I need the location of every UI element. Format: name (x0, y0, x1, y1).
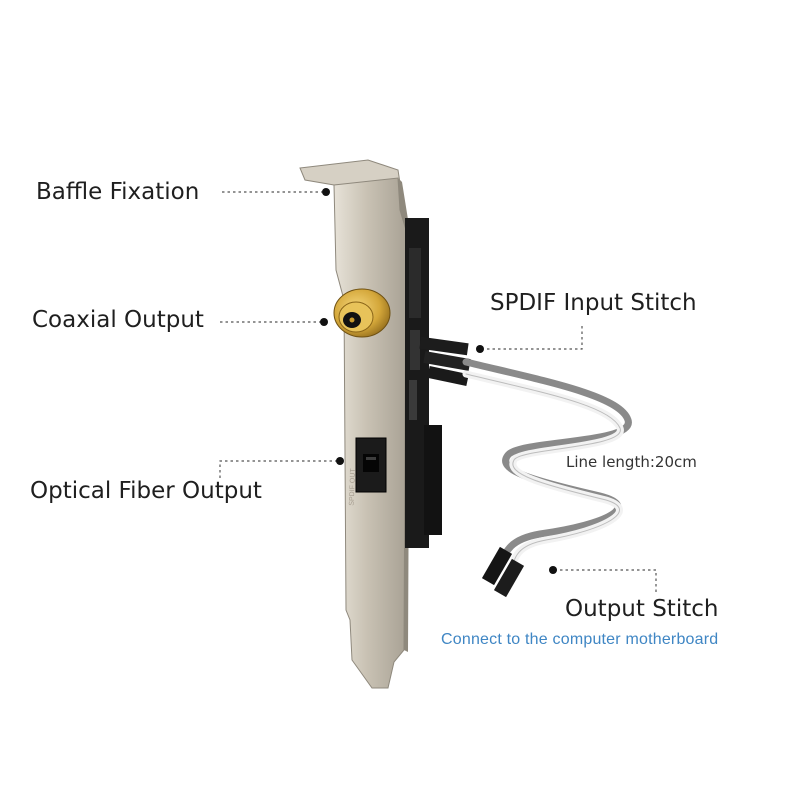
leader-optical (219, 460, 340, 478)
input-header-2 (423, 351, 471, 371)
cable-white-outline (465, 373, 621, 579)
pcb-lower-block (424, 425, 442, 535)
bracket-plate (333, 177, 407, 689)
optical-highlight (366, 457, 376, 460)
label-baffle-fixation: Baffle Fixation (36, 179, 200, 205)
coax-pin (349, 317, 355, 323)
optical-opening (363, 454, 379, 472)
dot-baffle (322, 188, 330, 196)
mounting-bracket: SPDIF OUT (299, 159, 410, 689)
input-header-3 (427, 365, 469, 387)
pcb-component (410, 330, 420, 370)
cable-bundle (462, 358, 632, 582)
output-plug-2 (493, 558, 525, 598)
label-spdif-input-stitch: SPDIF Input Stitch (490, 290, 697, 316)
label-line-length: Line length:20cm (566, 453, 697, 471)
coaxial-connector (333, 288, 391, 338)
callout-dots (320, 188, 557, 574)
cable-gray (462, 358, 632, 572)
dot-spdif (476, 345, 484, 353)
bracket-engraving: SPDIF OUT (349, 468, 357, 506)
pcb-chip (409, 248, 421, 318)
input-header (419, 336, 469, 356)
cable-white (462, 370, 624, 582)
optical-port (355, 437, 387, 493)
dot-coax (320, 318, 328, 326)
dot-output (549, 566, 557, 574)
leader-output (556, 569, 657, 592)
pcb-board (405, 218, 442, 548)
label-output-stitch: Output Stitch (565, 596, 719, 622)
label-connect-note: Connect to the computer motherboard (441, 631, 719, 648)
callout-lines (219, 191, 657, 592)
input-connector (419, 336, 471, 387)
output-plug-1 (481, 546, 513, 586)
dot-optical (336, 457, 344, 465)
leader-spdif (484, 326, 583, 350)
label-optical-fiber-output: Optical Fiber Output (30, 478, 262, 504)
label-coaxial-output: Coaxial Output (32, 307, 204, 333)
output-connector (481, 546, 525, 598)
pcb-pin-strip (409, 380, 417, 420)
